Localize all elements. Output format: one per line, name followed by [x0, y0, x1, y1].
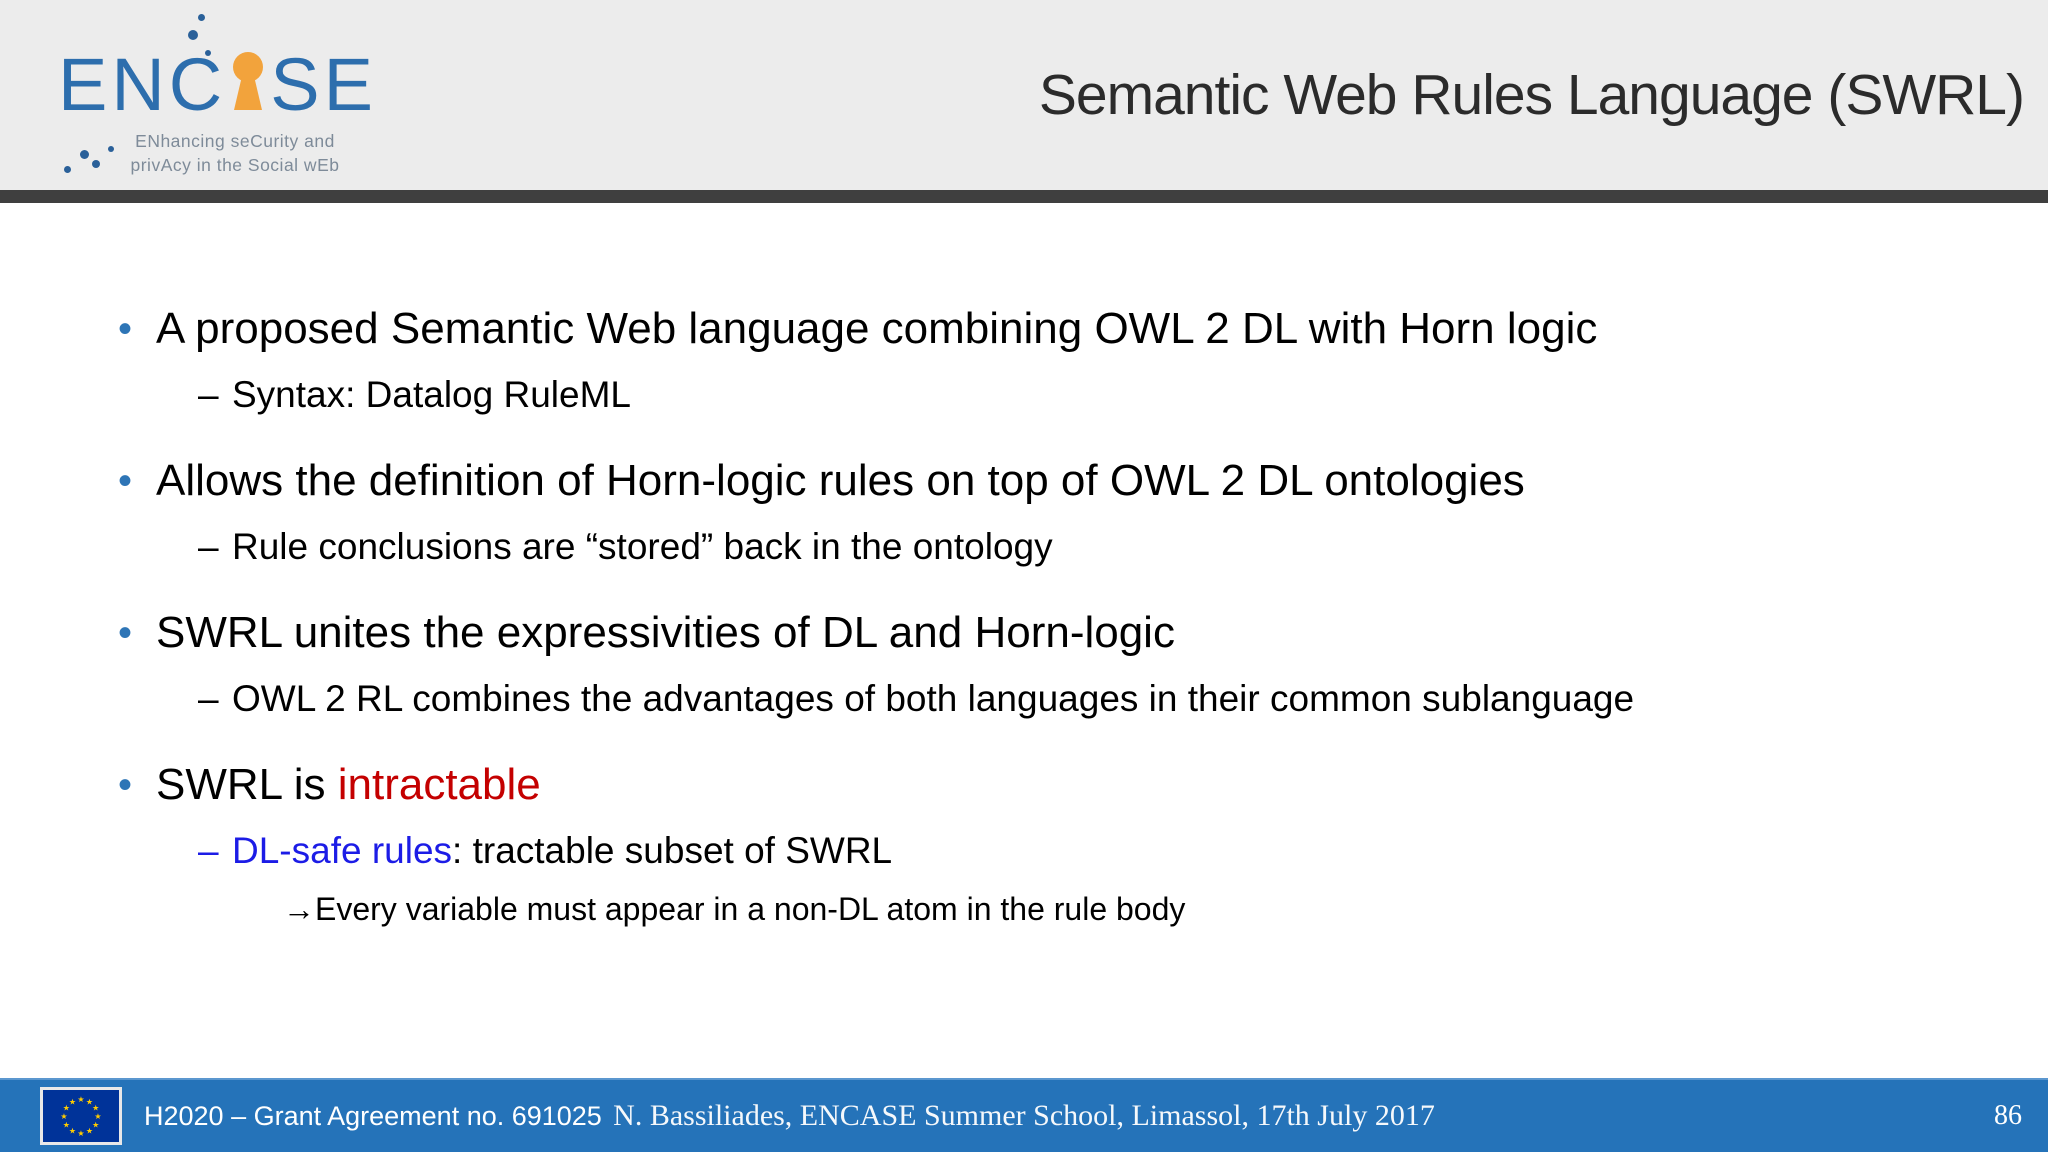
bullet-marker: •	[118, 307, 133, 351]
dash-marker: –	[198, 829, 219, 871]
sub-bullet-item: – DL-safe rules: tractable subset of SWR…	[198, 826, 2048, 876]
bullet-text-emphasis-red: intractable	[337, 759, 541, 809]
logo-dot	[80, 150, 89, 159]
logo-dot	[188, 30, 198, 40]
svg-text:★: ★	[94, 1112, 101, 1121]
eu-flag-icon: ★★★ ★★★ ★★★ ★★★	[40, 1087, 122, 1145]
bullet-item: • A proposed Semantic Web language combi…	[118, 300, 2048, 358]
logo-dot	[198, 14, 205, 21]
page-number: 86	[1994, 1100, 2022, 1131]
logo-text-right: SE	[270, 43, 377, 126]
svg-text:★: ★	[77, 1129, 84, 1138]
logo-dot	[92, 160, 100, 168]
svg-text:★: ★	[63, 1104, 70, 1113]
keyhole-icon	[230, 48, 266, 122]
slide-title: Semantic Web Rules Language (SWRL)	[1038, 63, 2025, 127]
sub-bullet-text: Syntax: Datalog RuleML	[232, 374, 631, 415]
logo-tagline-line2: privAcy in the Social wEb	[130, 154, 340, 175]
encase-logo: ENC SE ENhancing seCurity and privAcy in…	[50, 8, 380, 186]
logo-wordmark: ENC SE	[58, 48, 377, 122]
slide-body: • A proposed Semantic Web language combi…	[0, 203, 2048, 931]
dl-safe-rules-link-text: DL-safe rules	[232, 829, 453, 871]
svg-text:★: ★	[86, 1097, 93, 1106]
logo-dot	[108, 146, 114, 152]
svg-text:★: ★	[69, 1097, 76, 1106]
sub-bullet-text-part: : tractable subset of SWRL	[452, 829, 893, 871]
svg-text:★: ★	[60, 1112, 67, 1121]
bullet-text: SWRL unites the expressivities of DL and…	[156, 607, 1175, 657]
arrow-marker: →	[283, 890, 315, 927]
sub-bullet-text: OWL 2 RL combines the advantages of both…	[232, 677, 1635, 719]
sub-bullet-item: – Syntax: Datalog RuleML	[198, 370, 2048, 420]
svg-text:★: ★	[92, 1104, 99, 1113]
logo-text-left: ENC	[58, 43, 227, 126]
logo-tagline-line1: ENhancing seCurity and	[135, 131, 335, 151]
svg-text:★: ★	[69, 1127, 76, 1136]
eu-flag-stars: ★★★ ★★★ ★★★ ★★★	[60, 1095, 101, 1138]
logo-tagline: ENhancing seCurity and privAcy in the So…	[105, 130, 365, 177]
footer-bar: ★★★ ★★★ ★★★ ★★★ H2020 – Grant Agreement …	[0, 1078, 2048, 1152]
header-band: ENC SE ENhancing seCurity and privAcy in…	[0, 0, 2048, 190]
bullet-marker: •	[118, 762, 133, 807]
footer-left-group: ★★★ ★★★ ★★★ ★★★ H2020 – Grant Agreement …	[40, 1087, 602, 1145]
logo-dot	[64, 166, 71, 173]
dash-marker: –	[198, 677, 219, 719]
bullet-item: • SWRL unites the expressivities of DL a…	[118, 604, 2048, 662]
arrow-sub-bullet-item: → Every variable must appear in a non-DL…	[283, 888, 2048, 931]
svg-text:★: ★	[77, 1095, 84, 1104]
bullet-text: Allows the definition of Horn-logic rule…	[156, 455, 1525, 505]
bullet-text-part: SWRL is	[156, 759, 338, 809]
bullet-item: • SWRL is intractable	[118, 756, 2048, 814]
arrow-bullet-text: Every variable must appear in a non-DL a…	[315, 890, 1186, 927]
svg-text:★: ★	[92, 1121, 99, 1130]
svg-text:★: ★	[63, 1121, 70, 1130]
logo-dot	[205, 50, 211, 56]
sub-bullet-text: DL-safe rules: tractable subset of SWRL	[232, 826, 892, 876]
sub-bullet-item: – OWL 2 RL combines the advantages of bo…	[198, 674, 2048, 724]
dash-marker: –	[198, 374, 219, 415]
bullet-text: SWRL is intractable	[156, 756, 541, 813]
sub-bullet-item: – Rule conclusions are “stored” back in …	[198, 522, 2048, 572]
bullet-marker: •	[118, 610, 133, 655]
svg-text:★: ★	[86, 1127, 93, 1136]
bullet-item: • Allows the definition of Horn-logic ru…	[118, 452, 2048, 510]
header-divider	[0, 190, 2048, 203]
grant-agreement-text: H2020 – Grant Agreement no. 691025	[144, 1100, 602, 1131]
sub-bullet-text: Rule conclusions are “stored” back in th…	[232, 525, 1053, 567]
bullet-marker: •	[118, 458, 133, 503]
bullet-text: A proposed Semantic Web language combini…	[156, 304, 1598, 353]
dash-marker: –	[198, 525, 219, 567]
